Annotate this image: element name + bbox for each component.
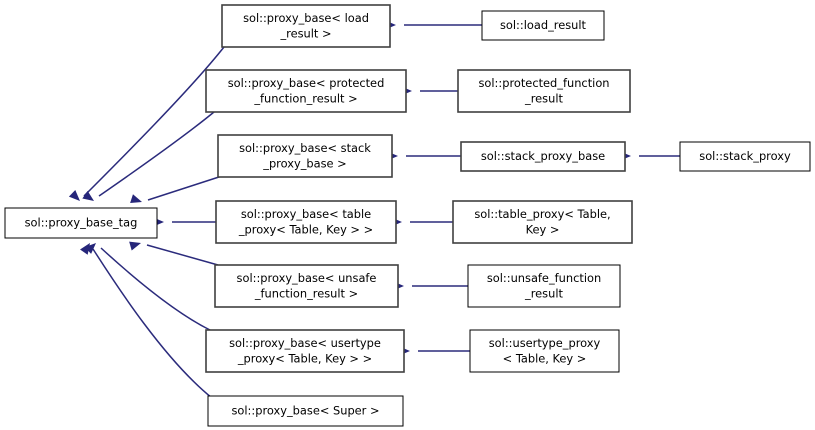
edge-usertype-to-tag	[100, 247, 211, 331]
node-label-proxy_base_protected_function_result: sol::proxy_base< protected	[228, 76, 385, 90]
node-label-proxy_base_table_proxy: sol::proxy_base< table	[241, 207, 371, 221]
node-label-table_proxy: Key >	[526, 222, 560, 236]
edge-unsafe-to-tag-arrowhead	[129, 241, 141, 251]
node-label-proxy_base_load_result: _result >	[279, 26, 331, 40]
edge-protected-to-tag-arrowhead	[82, 190, 94, 201]
node-label-protected_function_result: _result	[524, 91, 563, 105]
node-stack_proxy_base[interactable]: sol::stack_proxy_base	[460, 141, 626, 172]
node-box-stack_proxy[interactable]	[679, 141, 811, 172]
node-box-protected_function_result[interactable]	[457, 69, 631, 113]
node-box-table_proxy[interactable]	[452, 200, 633, 244]
node-box-stack_proxy_base[interactable]	[460, 141, 626, 172]
node-proxy_base_tag[interactable]: sol::proxy_base_tag	[4, 207, 158, 239]
node-box-proxy_base_super[interactable]	[207, 395, 404, 427]
edge-super-to-tag	[92, 248, 213, 399]
node-label-proxy_base_load_result: sol::proxy_base< load	[243, 11, 369, 25]
edge-stack-to-tag	[147, 175, 223, 201]
node-load_result[interactable]: sol::load_result	[481, 10, 605, 41]
node-label-protected_function_result: sol::protected_function	[478, 76, 609, 90]
node-label-proxy_base_unsafe_function_result: sol::proxy_base< unsafe	[237, 271, 377, 285]
node-label-load_result: sol::load_result	[500, 18, 587, 32]
node-label-unsafe_function_result: sol::unsafe_function	[487, 271, 601, 285]
node-layer: sol::proxy_base_tag sol::proxy_base< load…	[4, 4, 811, 427]
node-proxy_base_super[interactable]: sol::proxy_base< Super >	[207, 395, 404, 427]
node-label-proxy_base_protected_function_result: _function_result >	[253, 91, 357, 105]
node-box-unsafe_function_result[interactable]	[467, 264, 621, 308]
node-label-usertype_proxy: sol::usertype_proxy	[489, 336, 601, 350]
node-label-stack_proxy_base: sol::stack_proxy_base	[481, 149, 605, 163]
node-box-proxy_base_load_result[interactable]	[221, 4, 391, 48]
node-label-proxy_base_usertype_proxy: sol::proxy_base< usertype	[229, 336, 381, 350]
node-table_proxy[interactable]: sol::table_proxy< Table,Key >	[452, 200, 633, 244]
node-label-stack_proxy: sol::stack_proxy	[699, 149, 791, 163]
edge-load-result-to-tag	[83, 46, 225, 197]
node-label-proxy_base_table_proxy: _proxy< Table, Key > >	[238, 222, 373, 236]
node-unsafe_function_result[interactable]: sol::unsafe_function_result	[467, 264, 621, 308]
node-proxy_base_table_proxy[interactable]: sol::proxy_base< table_proxy< Table, Key…	[215, 200, 397, 244]
node-label-proxy_base_stack_proxy_base: sol::proxy_base< stack	[239, 141, 371, 155]
node-proxy_base_unsafe_function_result[interactable]: sol::proxy_base< unsafe_function_result …	[214, 264, 399, 308]
node-proxy_base_usertype_proxy[interactable]: sol::proxy_base< usertype_proxy< Table, …	[205, 329, 405, 373]
edge-stack-to-tag-arrowhead	[130, 194, 142, 203]
node-box-proxy_base_protected_function_result[interactable]	[205, 69, 407, 113]
node-label-table_proxy: sol::table_proxy< Table,	[474, 207, 610, 221]
node-label-proxy_base_unsafe_function_result: _function_result >	[254, 286, 358, 300]
node-proxy_base_stack_proxy_base[interactable]: sol::proxy_base< stack_proxy_base >	[217, 134, 393, 178]
edge-load-result-to-tag-arrowhead	[68, 190, 80, 201]
node-box-load_result[interactable]	[481, 10, 605, 41]
node-usertype_proxy[interactable]: sol::usertype_proxy< Table, Key >	[469, 329, 620, 373]
node-label-proxy_base_stack_proxy_base: _proxy_base >	[262, 156, 346, 170]
node-box-usertype_proxy[interactable]	[469, 329, 620, 373]
node-stack_proxy[interactable]: sol::stack_proxy	[679, 141, 811, 172]
node-protected_function_result[interactable]: sol::protected_function_result	[457, 69, 631, 113]
edge-protected-to-tag	[98, 111, 215, 197]
node-box-proxy_base_table_proxy[interactable]	[215, 200, 397, 244]
node-label-usertype_proxy: < Table, Key >	[503, 351, 587, 365]
node-proxy_base_load_result[interactable]: sol::proxy_base< load_result >	[221, 4, 391, 48]
node-box-proxy_base_stack_proxy_base[interactable]	[217, 134, 393, 178]
node-box-proxy_base_tag[interactable]	[4, 207, 158, 239]
edge-usertype-to-tag-arrowhead	[84, 243, 96, 254]
node-label-proxy_base_usertype_proxy: _proxy< Table, Key > >	[237, 351, 372, 365]
node-box-proxy_base_unsafe_function_result[interactable]	[214, 264, 399, 308]
node-box-proxy_base_usertype_proxy[interactable]	[205, 329, 405, 373]
node-label-proxy_base_tag: sol::proxy_base_tag	[25, 216, 138, 230]
node-proxy_base_protected_function_result[interactable]: sol::proxy_base< protected_function_resu…	[205, 69, 407, 113]
node-label-proxy_base_super: sol::proxy_base< Super >	[231, 404, 379, 418]
edge-unsafe-to-tag	[146, 244, 219, 266]
node-label-unsafe_function_result: _result	[524, 286, 563, 300]
edge-super-to-tag-arrowhead	[80, 243, 90, 255]
